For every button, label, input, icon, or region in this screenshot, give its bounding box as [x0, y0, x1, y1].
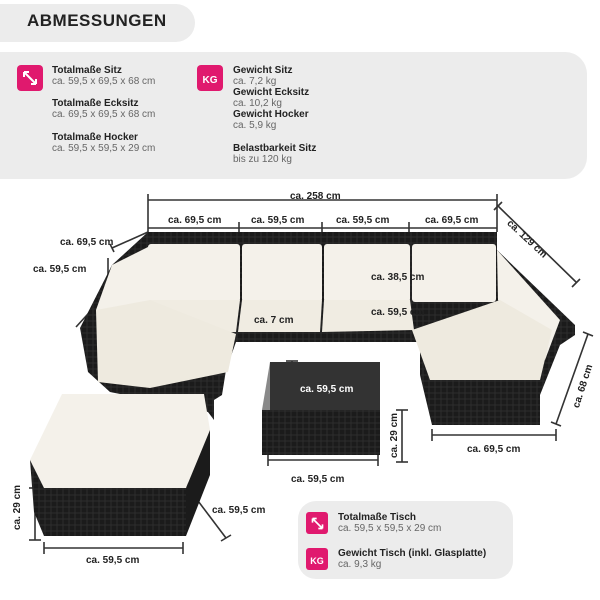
sofa-sectional [80, 232, 575, 425]
dim-seat-depth: ca. 59,5 cm [371, 307, 425, 318]
spec-stool: Totalmaße Hocker ca. 59,5 x 59,5 x 29 cm [52, 132, 155, 154]
stool [30, 394, 210, 536]
dim-stool-height: ca. 29 cm [12, 484, 23, 530]
weight-corner-label: Gewicht Ecksitz [233, 87, 310, 98]
load-label: Belastbarkeit Sitz [233, 143, 317, 154]
spec-stool-value: ca. 59,5 x 59,5 x 29 cm [52, 143, 156, 154]
page-title: ABMESSUNGEN [27, 11, 167, 30]
weight-stool-label: Gewicht Hocker [233, 109, 309, 120]
dim-table-height: ca. 29 cm [389, 412, 400, 458]
dim-seg3: ca. 59,5 cm [336, 215, 390, 226]
dim-corner-width: ca. 69,5 cm [467, 444, 521, 455]
spec-stool-label: Totalmaße Hocker [52, 132, 138, 143]
dim-seg4: ca. 69,5 cm [425, 215, 479, 226]
table-spec-panel [298, 501, 513, 579]
weight-stool-value: ca. 5,9 kg [233, 120, 277, 131]
dim-table-width: ca. 59,5 cm [291, 474, 345, 485]
table-total: Totalmaße Tisch ca. 59,5 x 59,5 x 29 cm [338, 512, 441, 534]
spec-corner: Totalmaße Ecksitz ca. 69,5 x 69,5 x 68 c… [52, 98, 155, 120]
coffee-table [262, 362, 380, 455]
spec-seat-value: ca. 59,5 x 69,5 x 68 cm [52, 76, 156, 87]
kg-badge-text: KG [310, 556, 324, 566]
dim-left-mid: ca. 59,5 cm [33, 264, 87, 275]
spec-seat: Totalmaße Sitz ca. 59,5 x 69,5 x 68 cm [52, 65, 155, 87]
dim-back-height: ca. 38,5 cm [371, 272, 425, 283]
load-capacity: Belastbarkeit Sitz bis zu 120 kg [233, 143, 316, 165]
table-weight-value: ca. 9,3 kg [338, 559, 382, 570]
spec-corner-value: ca. 69,5 x 69,5 x 68 cm [52, 109, 156, 120]
table-weight-label: Gewicht Tisch (inkl. Glasplatte) [338, 548, 487, 559]
spec-corner-label: Totalmaße Ecksitz [52, 98, 139, 109]
spec-seat-label: Totalmaße Sitz [52, 65, 122, 76]
resize-arrow-icon [17, 65, 43, 91]
weight-seat-value: ca. 7,2 kg [233, 76, 277, 87]
dim-gap: ca. 7 cm [254, 315, 294, 326]
title-pill [0, 4, 195, 42]
weight-kg-icon: KG [306, 548, 328, 570]
weight-seat-label: Gewicht Sitz [233, 65, 293, 76]
weight-seat: Gewicht Sitz ca. 7,2 kg Gewicht Ecksitz … [233, 65, 309, 131]
table-weight: Gewicht Tisch (inkl. Glasplatte) ca. 9,3… [338, 548, 486, 570]
resize-arrow-icon [306, 512, 328, 534]
dim-seg2: ca. 59,5 cm [251, 215, 305, 226]
weight-kg-icon: KG [197, 65, 223, 91]
weight-corner-value: ca. 10,2 kg [233, 98, 282, 109]
dim-stool-width: ca. 59,5 cm [86, 555, 140, 566]
dim-table-diag: ca. 59,5 cm [300, 384, 354, 395]
dim-seg1: ca. 69,5 cm [168, 215, 222, 226]
dim-total-width: ca. 258 cm [290, 191, 341, 202]
load-value: bis zu 120 kg [233, 154, 292, 165]
kg-badge-text: KG [202, 74, 218, 86]
spec-panel [0, 52, 587, 179]
table-total-label: Totalmaße Tisch [338, 512, 416, 523]
dim-left-top: ca. 69,5 cm [60, 237, 114, 248]
table-total-value: ca. 59,5 x 59,5 x 29 cm [338, 523, 442, 534]
dim-stool-depth: ca. 59,5 cm [212, 505, 266, 516]
